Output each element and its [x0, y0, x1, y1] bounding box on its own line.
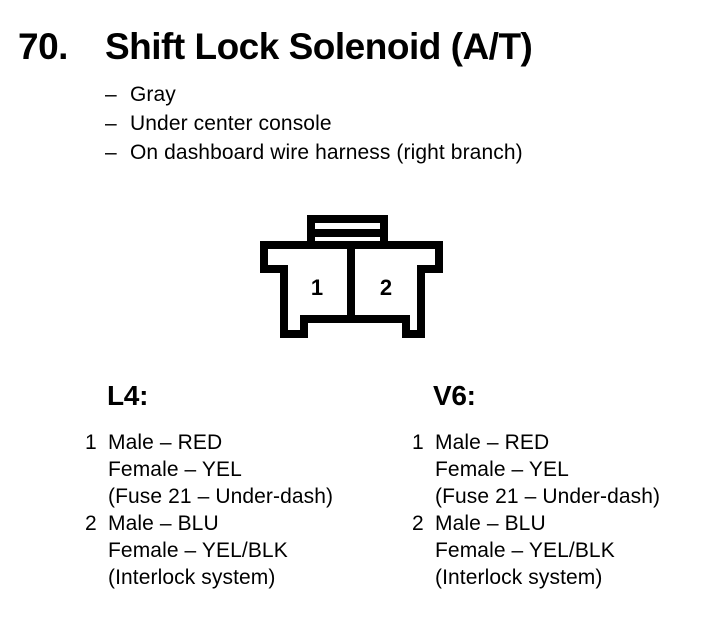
page-title-row: 70. Shift Lock Solenoid (A/T) [18, 26, 533, 68]
pinout-list-v6: 1 Male – RED Female – YEL (Fuse 21 – Und… [412, 429, 660, 591]
note-text: Under center console [130, 112, 332, 135]
note-text: Gray [130, 83, 176, 106]
pin-number: 2 [85, 512, 97, 535]
pin-lines: Male – BLU Female – YEL/BLK (Interlock s… [108, 510, 288, 591]
pin-line: (Interlock system) [435, 566, 603, 589]
pin-2-label: 2 [380, 275, 392, 300]
pin-item: 1 Male – RED Female – YEL (Fuse 21 – Und… [85, 429, 333, 510]
column-heading-l4: L4: [107, 380, 149, 411]
pin-line: Female – YEL/BLK [435, 539, 615, 562]
pin-number: 1 [85, 431, 97, 454]
connector-diagram: 1 2 [260, 215, 443, 338]
bullet-dash: – [105, 141, 117, 164]
bullet-dash: – [105, 83, 117, 106]
pin-1-label: 1 [311, 275, 323, 300]
pinout-list-l4: 1 Male – RED Female – YEL (Fuse 21 – Und… [85, 429, 333, 591]
pin-line: Male – BLU [435, 512, 546, 535]
bullet-dash: – [105, 112, 117, 135]
pin-line: (Fuse 21 – Under-dash) [435, 485, 661, 508]
pin-item: 2 Male – BLU Female – YEL/BLK (Interlock… [412, 510, 660, 591]
column-heading-v6: V6: [433, 380, 476, 411]
pin-line: (Fuse 21 – Under-dash) [108, 485, 334, 508]
note-item: –On dashboard wire harness (right branch… [105, 138, 523, 167]
notes-list: –Gray –Under center console –On dashboar… [105, 80, 523, 167]
pin-lines: Male – BLU Female – YEL/BLK (Interlock s… [435, 510, 615, 591]
pin-lines: Male – RED Female – YEL (Fuse 21 – Under… [435, 429, 660, 510]
note-item: –Under center console [105, 109, 523, 138]
page-title: Shift Lock Solenoid (A/T) [105, 26, 533, 67]
pin-line: (Interlock system) [108, 566, 276, 589]
pin-line: Female – YEL [108, 458, 242, 481]
section-number: 70. [18, 26, 68, 67]
pin-lines: Male – RED Female – YEL (Fuse 21 – Under… [108, 429, 333, 510]
pin-line: Male – RED [108, 431, 223, 454]
pin-item: 2 Male – BLU Female – YEL/BLK (Interlock… [85, 510, 333, 591]
pin-number: 2 [412, 512, 424, 535]
pin-number: 1 [412, 431, 424, 454]
pin-line: Female – YEL [435, 458, 569, 481]
note-text: On dashboard wire harness (right branch) [130, 141, 523, 164]
pin-line: Female – YEL/BLK [108, 539, 288, 562]
pin-line: Male – RED [435, 431, 550, 454]
note-item: –Gray [105, 80, 523, 109]
pin-item: 1 Male – RED Female – YEL (Fuse 21 – Und… [412, 429, 660, 510]
pin-line: Male – BLU [108, 512, 219, 535]
